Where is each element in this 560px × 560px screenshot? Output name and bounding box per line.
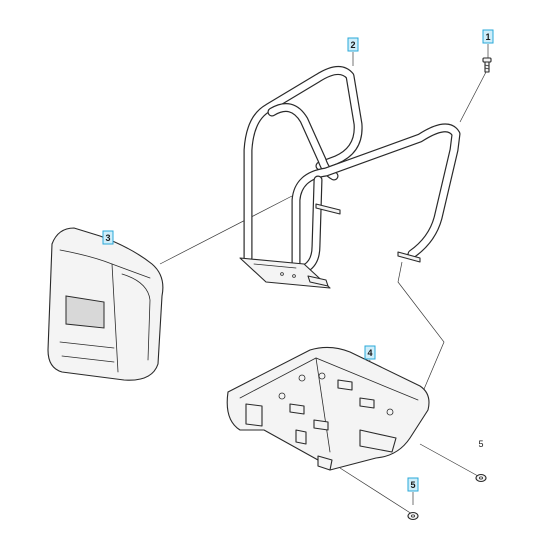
tube-frame-part-2: [239, 66, 461, 289]
callout-1[interactable]: 1: [482, 29, 494, 44]
svg-text:5: 5: [478, 439, 483, 449]
svg-text:2: 2: [350, 40, 355, 50]
callout-5a[interactable]: 5: [478, 439, 483, 449]
callout-2[interactable]: 2: [347, 37, 359, 52]
washer-part-5b: [407, 511, 419, 521]
svg-text:5: 5: [410, 480, 415, 490]
svg-text:3: 3: [105, 233, 110, 243]
callout-4[interactable]: 4: [364, 345, 376, 360]
cover-part-3: [47, 227, 164, 381]
bolt-part-1: [482, 57, 492, 73]
callout-3[interactable]: 3: [102, 230, 114, 245]
svg-text:1: 1: [485, 32, 490, 42]
callout-5b[interactable]: 5: [407, 477, 419, 492]
leader-lines: [107, 44, 489, 515]
svg-text:4: 4: [367, 348, 372, 358]
base-plate-part-4: [226, 346, 430, 471]
washer-part-5a: [475, 473, 487, 483]
